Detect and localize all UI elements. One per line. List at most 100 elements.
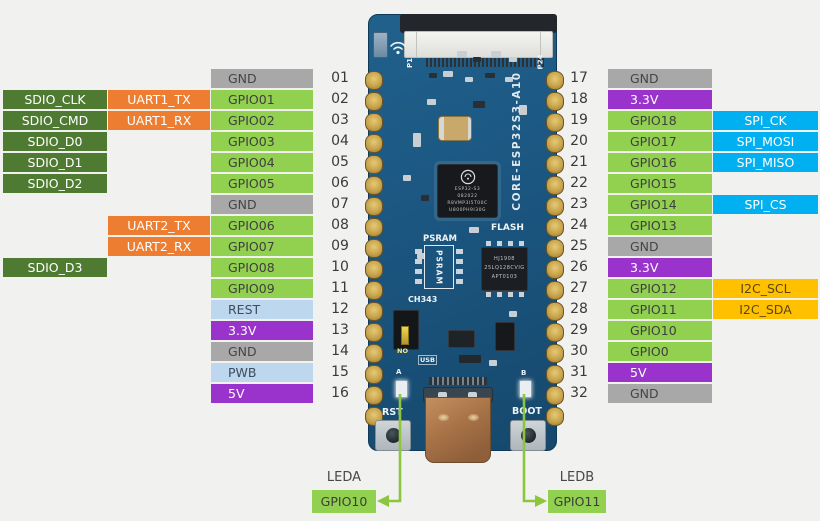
leda-pin-cell: GPIO10 [312, 490, 376, 513]
pin-number-13: 13 [331, 322, 349, 338]
castellated-pad [546, 134, 564, 153]
pin-cell-uart1-rx: UART1_RX [108, 111, 210, 130]
silk-leda-label: A [396, 368, 402, 376]
silk-p1-label: P1 [406, 57, 415, 69]
chip-marking: U800PH9I30G [449, 208, 486, 213]
castellated-pad [365, 260, 383, 279]
ffc-connector [404, 31, 553, 58]
pin-cell-gnd: GND [211, 195, 313, 214]
pin-cell-sdio-cmd: SDIO_CMD [3, 111, 107, 130]
passive-component [429, 73, 437, 78]
pin-number-27: 27 [570, 280, 588, 296]
power-led [401, 326, 409, 345]
flash-pin [508, 292, 513, 297]
pin-cell-gpio14: GPIO14 [608, 195, 712, 214]
pin-number-29: 29 [570, 322, 588, 338]
pin-number-26: 26 [570, 259, 588, 275]
pin-cell-spi-cs: SPI_CS [713, 195, 818, 214]
passive-component [505, 77, 513, 82]
silk-boot-label: BOOT [512, 406, 542, 417]
ffc-connector-latch [400, 14, 557, 33]
pin-number-03: 03 [331, 112, 349, 128]
pin-cell-sdio-clk: SDIO_CLK [3, 90, 107, 109]
led-a [395, 380, 408, 398]
castellated-pad [365, 155, 383, 174]
pin-cell-sdio-d1: SDIO_D1 [3, 153, 107, 172]
leda-arrowhead-icon [377, 495, 389, 507]
castellated-pad [365, 92, 383, 111]
flash-pin [508, 241, 513, 246]
ledb-title: LEDB [559, 470, 595, 485]
passive-component [457, 51, 467, 57]
castellated-pad [546, 218, 564, 237]
pin-number-28: 28 [570, 301, 588, 317]
pin-cell-3-3v: 3.3V [608, 90, 712, 109]
pin-cell-gnd: GND [608, 237, 712, 256]
passive-component [403, 175, 411, 181]
pin-number-31: 31 [570, 364, 588, 380]
castellated-pad [546, 407, 564, 426]
castellated-pad [365, 281, 383, 300]
silk-psram-label: PSRAM [423, 234, 457, 244]
castellated-pad [546, 197, 564, 216]
pin-cell-gnd: GND [608, 384, 712, 403]
pin-cell-spi-ck: SPI_CK [713, 111, 818, 130]
castellated-pad [365, 176, 383, 195]
boot-button [510, 420, 546, 451]
pin-cell-3-3v: 3.3V [608, 258, 712, 277]
pin-cell-gpio05: GPIO05 [211, 174, 313, 193]
silk-usb-label: USB [418, 355, 437, 365]
pin-cell-gpio02: GPIO02 [211, 111, 313, 130]
pin-cell-sdio-d0: SDIO_D0 [3, 132, 107, 151]
pin-cell-i2c-sda: I2C_SDA [713, 300, 818, 319]
castellated-pad [546, 176, 564, 195]
usb-solder-dot [468, 414, 479, 421]
pin-number-12: 12 [331, 301, 349, 317]
pin-number-18: 18 [570, 91, 588, 107]
flash-marking: APT0103 [491, 274, 518, 280]
psram-pad [415, 269, 422, 274]
pin-number-02: 02 [331, 91, 349, 107]
passive-component [443, 71, 453, 77]
pin-cell-sdio-d2: SDIO_D2 [3, 174, 107, 193]
pin-cell-3-3v: 3.3V [211, 321, 313, 340]
pin-number-24: 24 [570, 217, 588, 233]
silk-no-label: NO [397, 347, 408, 355]
silk-ledb-label: B [521, 369, 527, 377]
pin-cell-gpio04: GPIO04 [211, 153, 313, 172]
pin-cell-gpio10: GPIO10 [608, 321, 712, 340]
pin-cell-gpio16: GPIO16 [608, 153, 712, 172]
usb-solder-dot [438, 414, 449, 421]
psram-pad [415, 259, 422, 264]
flash-pin [486, 241, 491, 246]
pin-number-20: 20 [570, 133, 588, 149]
reset-button [375, 420, 411, 451]
castellated-pad [365, 386, 383, 405]
passive-component [427, 99, 436, 105]
pin-cell-gpio15: GPIO15 [608, 174, 712, 193]
pin-cell-gpio12: GPIO12 [608, 279, 712, 298]
pin-cell-5v: 5V [608, 363, 712, 382]
passive-component [519, 105, 527, 115]
castellated-pad [546, 155, 564, 174]
passive-component [489, 360, 497, 366]
pin-cell-rest: REST [211, 300, 313, 319]
leda-title: LEDA [326, 470, 362, 485]
pin-cell-gpio07: GPIO07 [211, 237, 313, 256]
passive-component [413, 133, 421, 147]
silk-rst-label: RST [382, 407, 403, 418]
flash-marking: HJ1908 [494, 256, 515, 262]
castellated-pad [546, 113, 564, 132]
usb-pins [429, 377, 487, 385]
pin-number-21: 21 [570, 154, 588, 170]
pin-number-14: 14 [331, 343, 349, 359]
castellated-pad [546, 260, 564, 279]
castellated-pad [546, 323, 564, 342]
pin-cell-sdio-d3: SDIO_D3 [3, 258, 107, 277]
pin-number-15: 15 [331, 364, 349, 380]
pin-number-30: 30 [570, 343, 588, 359]
pin-cell-gpio08: GPIO08 [211, 258, 313, 277]
small-ic [448, 330, 475, 348]
pin-cell-gnd: GND [211, 69, 313, 88]
antenna-component [373, 32, 388, 58]
